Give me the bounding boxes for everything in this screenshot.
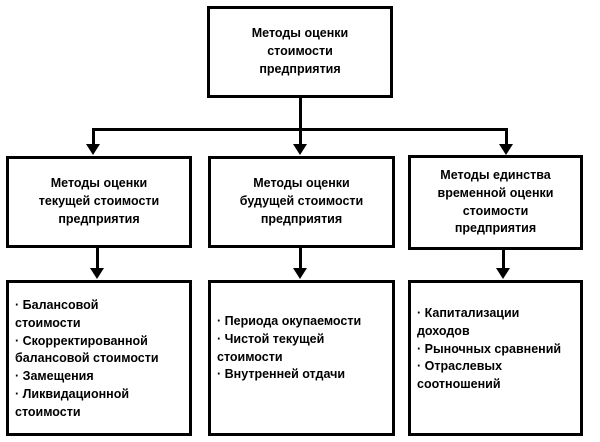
node-methods-time-unity-value: · Капитализации доходов · Рыночных сравн… xyxy=(408,280,583,436)
node-branch-current-value-label: Методы оценки текущей стоимости предприя… xyxy=(38,176,160,226)
arrowhead-methods-3 xyxy=(496,268,510,279)
connector-methods-3-drop xyxy=(502,250,505,270)
arrowhead-branch-3 xyxy=(499,144,513,155)
node-root: Методы оценки стоимости предприятия xyxy=(207,6,393,98)
node-branch-time-unity-value-label: Методы единства временной оценки стоимос… xyxy=(437,168,554,236)
node-methods-current-value-body: · Балансовой стоимости · Скорректированн… xyxy=(9,283,189,421)
node-branch-time-unity-value: Методы единства временной оценки стоимос… xyxy=(408,155,583,250)
connector-branch-3-drop xyxy=(505,128,508,146)
node-methods-future-value-body: · Периода окупаемости · Чистой текущей с… xyxy=(211,283,392,384)
node-methods-time-unity-value-label: · Капитализации доходов · Рыночных сравн… xyxy=(417,306,562,391)
connector-root-stem xyxy=(299,98,302,131)
node-methods-future-value: · Периода окупаемости · Чистой текущей с… xyxy=(208,280,395,436)
connector-methods-1-drop xyxy=(96,248,99,270)
node-branch-future-value-label: Методы оценки будущей стоимости предприя… xyxy=(239,176,364,226)
node-methods-future-value-label: · Периода окупаемости · Чистой текущей с… xyxy=(217,314,362,382)
connector-branch-2-drop xyxy=(299,128,302,146)
node-methods-time-unity-value-body: · Капитализации доходов · Рыночных сравн… xyxy=(411,283,580,394)
node-methods-current-value: · Балансовой стоимости · Скорректированн… xyxy=(6,280,192,436)
connector-branch-1-drop xyxy=(92,128,95,146)
node-root-label: Методы оценки стоимости предприятия xyxy=(251,26,349,76)
arrowhead-methods-2 xyxy=(293,268,307,279)
arrowhead-branch-1 xyxy=(86,144,100,155)
arrowhead-methods-1 xyxy=(90,268,104,279)
node-branch-current-value: Методы оценки текущей стоимости предприя… xyxy=(6,156,192,248)
node-branch-future-value: Методы оценки будущей стоимости предприя… xyxy=(208,156,395,248)
node-methods-current-value-label: · Балансовой стоимости · Скорректированн… xyxy=(15,298,159,419)
connector-methods-2-drop xyxy=(299,248,302,270)
arrowhead-branch-2 xyxy=(293,144,307,155)
